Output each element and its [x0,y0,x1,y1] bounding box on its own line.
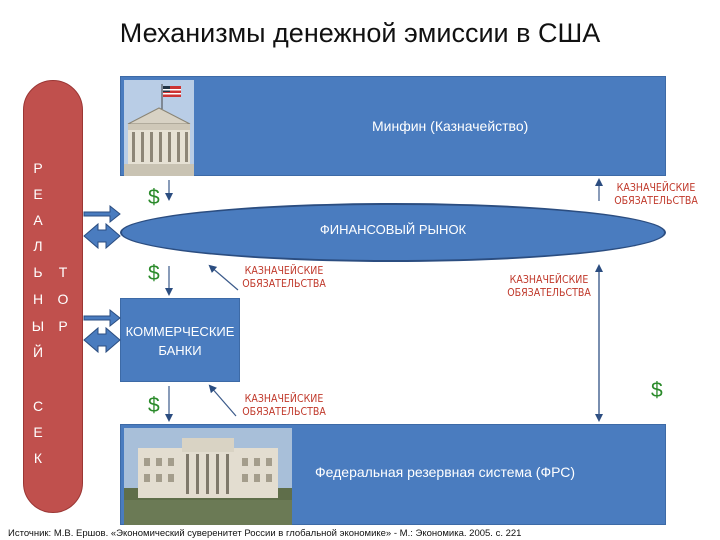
letter: Р [33,160,43,176]
letter: Ы [31,318,45,334]
arrow-to-market [83,204,121,224]
letter: Ь [33,264,43,280]
federal-reserve-building-image [124,428,292,525]
letter: Е [33,424,43,440]
minfin-box [120,76,666,176]
letter: Н [32,291,44,307]
real-sector-bar [23,80,83,513]
arrow-to-banks [83,308,121,328]
double-arrow-banks [83,326,121,354]
minfin-label: Минфин (Казначейство) [372,118,529,134]
treasury-building-image [124,80,194,176]
dollar-sign: $ [148,262,160,285]
source-note: Источник: М.В. Ершов. «Экономический сув… [8,528,522,539]
arrow-kaz-to-banks [208,384,237,417]
treasury-obligations-label: КАЗНАЧЕЙСКИЕ ОБЯЗАТЕЛЬСТВА [242,265,326,290]
treasury-obligations-label: КАЗНАЧЕЙСКИЕ ОБЯЗАТЕЛЬСТВА [507,274,591,299]
letter: С [32,398,44,414]
banks-line2: БАНКИ [158,343,202,358]
letter: Й [32,344,44,360]
frs-label: Федеральная резервная система (ФРС) [315,464,576,480]
letter: Е [33,186,43,202]
letter: Р [58,318,68,334]
double-arrow-market [83,222,121,250]
banks-line1: КОММЕРЧЕСКИЕ [125,324,235,339]
treasury-obligations-label: КАЗНАЧЕЙСКИЕ ОБЯЗАТЕЛЬСТВА [614,182,698,207]
dollar-sign: $ [148,186,160,209]
letter: Т [58,264,68,280]
commercial-banks-box [120,298,240,382]
letter: А [33,212,43,228]
dollar-sign: $ [148,394,160,417]
financial-market-label: ФИНАНСОВЫЙ РЫНОК [319,222,467,237]
dollar-sign: $ [651,379,663,402]
commercial-banks-label: КОММЕРЧЕСКИЕ БАНКИ [120,322,240,360]
treasury-obligations-label: КАЗНАЧЕЙСКИЕ ОБЯЗАТЕЛЬСТВА [242,393,326,418]
letter: Л [33,238,43,254]
letter: О [57,291,69,307]
arrow-kaz-to-market [208,264,239,291]
letter: К [33,450,43,466]
page-title: Механизмы денежной эмиссии в США [119,18,601,48]
financial-market-ellipse [120,203,666,262]
